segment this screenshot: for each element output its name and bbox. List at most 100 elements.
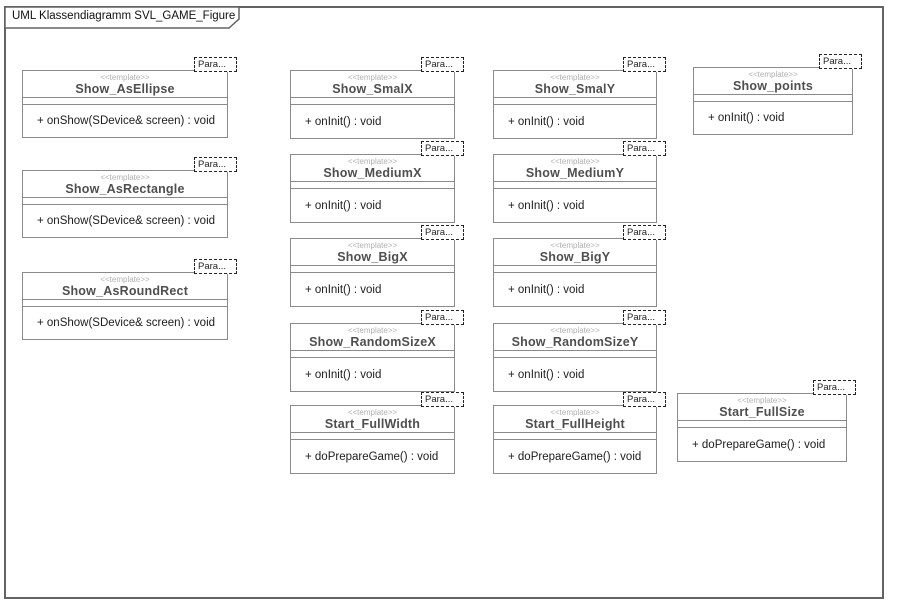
stereotype-label: <<template>> (347, 73, 398, 82)
attributes-compartment (494, 351, 656, 358)
operations-compartment: + onInit() : void (494, 189, 656, 222)
class-show-randomsizey[interactable]: Para... <<template>> Show_RandomSizeY + … (493, 310, 666, 392)
operations-compartment: + onShow(SDevice& screen) : void (23, 205, 227, 237)
template-parameters-label: Para... (425, 312, 453, 323)
template-parameters-box[interactable]: Para... (813, 380, 856, 395)
operation-label: + onInit() : void (508, 283, 585, 296)
operation-label: + onInit() : void (305, 368, 382, 381)
class-header: <<template>> Show_AsRoundRect (23, 273, 227, 300)
class-header: <<template>> Show_SmalX (291, 71, 454, 98)
frame-title-tab[interactable]: UML Klassendiagramm SVL_GAME_Figure (4, 6, 242, 30)
attributes-compartment (291, 98, 454, 105)
class-show-bigy[interactable]: Para... <<template>> Show_BigY + onInit(… (493, 225, 666, 307)
operation-label: + onInit() : void (508, 199, 585, 212)
operation-label: + onShow(SDevice& screen) : void (37, 317, 216, 329)
template-parameters-box[interactable]: Para... (194, 259, 237, 274)
template-parameters-label: Para... (198, 261, 226, 272)
class-header: <<template>> Show_MediumY (494, 155, 656, 182)
class-header: <<template>> Show_AsEllipse (23, 71, 227, 98)
class-start-fullsize[interactable]: Para... <<template>> Start_FullSize + do… (677, 380, 856, 462)
class-name: Show_points (733, 79, 813, 93)
class-name: Show_AsRectangle (65, 182, 185, 196)
operation-label: + doPrepareGame() : void (692, 438, 826, 451)
stereotype-label: <<template>> (748, 70, 798, 79)
template-parameters-label: Para... (627, 227, 655, 238)
class-name: Show_BigY (539, 250, 611, 264)
template-parameters-label: Para... (198, 59, 226, 70)
operations-compartment: + doPrepareGame() : void (291, 440, 454, 473)
class-header: <<template>> Start_FullWidth (291, 406, 454, 433)
class-header: <<template>> Show_MediumX (291, 155, 454, 182)
attributes-compartment (694, 95, 852, 102)
template-parameters-box[interactable]: Para... (623, 57, 666, 72)
class-name: Show_MediumX (323, 166, 422, 180)
template-parameters-box[interactable]: Para... (421, 310, 464, 325)
operation-label: + onShow(SDevice& screen) : void (37, 115, 216, 127)
class-name: Show_RandomSizeX (309, 335, 436, 349)
template-parameters-label: Para... (627, 394, 655, 405)
class-name: Show_AsEllipse (75, 82, 175, 96)
class-name: Start_FullHeight (525, 417, 625, 431)
operations-compartment: + onShow(SDevice& screen) : void (23, 105, 227, 137)
class-show-points[interactable]: Para... <<template>> Show_points + onIni… (693, 54, 862, 135)
class-header: <<template>> Show_RandomSizeY (494, 324, 656, 351)
class-show-asroundrect[interactable]: Para... <<template>> Show_AsRoundRect + … (22, 259, 237, 340)
attributes-compartment (291, 433, 454, 440)
template-parameters-box[interactable]: Para... (194, 57, 237, 72)
stereotype-label: <<template>> (347, 157, 398, 166)
class-name: Show_SmalY (534, 82, 616, 96)
template-parameters-box[interactable]: Para... (421, 141, 464, 156)
class-start-fullheight[interactable]: Para... <<template>> Start_FullHeight + … (493, 392, 666, 474)
class-show-randomsizex[interactable]: Para... <<template>> Show_RandomSizeX + … (290, 310, 464, 392)
template-parameters-box[interactable]: Para... (194, 157, 237, 172)
stereotype-label: <<template>> (737, 396, 787, 405)
stereotype-label: <<template>> (100, 173, 150, 182)
class-header: <<template>> Show_BigY (494, 239, 656, 266)
template-parameters-label: Para... (198, 159, 226, 170)
operation-label: + onInit() : void (305, 283, 382, 296)
template-parameters-label: Para... (627, 143, 655, 154)
class-show-smaly[interactable]: Para... <<template>> Show_SmalY + onInit… (493, 57, 666, 139)
class-show-mediumy[interactable]: Para... <<template>> Show_MediumY + onIn… (493, 141, 666, 223)
template-parameters-box[interactable]: Para... (623, 225, 666, 240)
class-header: <<template>> Start_FullHeight (494, 406, 656, 433)
operations-compartment: + doPrepareGame() : void (678, 428, 846, 461)
template-parameters-box[interactable]: Para... (623, 310, 666, 325)
template-parameters-box[interactable]: Para... (819, 54, 862, 69)
template-parameters-box[interactable]: Para... (421, 392, 464, 407)
template-parameters-label: Para... (627, 59, 655, 70)
template-parameters-box[interactable]: Para... (421, 225, 464, 240)
stereotype-label: <<template>> (550, 326, 600, 335)
template-parameters-box[interactable]: Para... (623, 141, 666, 156)
template-parameters-label: Para... (425, 227, 453, 238)
operation-label: + onInit() : void (508, 368, 585, 381)
class-header: <<template>> Start_FullSize (678, 394, 846, 421)
class-show-asellipse[interactable]: Para... <<template>> Show_AsEllipse + on… (22, 57, 237, 138)
stereotype-label: <<template>> (550, 408, 600, 417)
class-name: Show_RandomSizeY (511, 335, 639, 349)
class-show-smalx[interactable]: Para... <<template>> Show_SmalX + onInit… (290, 57, 464, 139)
attributes-compartment (291, 351, 454, 358)
operations-compartment: + onShow(SDevice& screen) : void (23, 307, 227, 339)
class-start-fullwidth[interactable]: Para... <<template>> Start_FullWidth + d… (290, 392, 464, 474)
operation-label: + onInit() : void (708, 112, 785, 124)
class-show-asrectangle[interactable]: Para... <<template>> Show_AsRectangle + … (22, 157, 237, 238)
template-parameters-box[interactable]: Para... (421, 57, 464, 72)
class-name: Start_FullWidth (324, 417, 421, 431)
operations-compartment: + doPrepareGame() : void (494, 440, 656, 473)
stereotype-label: <<template>> (550, 157, 600, 166)
operations-compartment: + onInit() : void (291, 105, 454, 138)
operations-compartment: + onInit() : void (291, 189, 454, 222)
stereotype-label: <<template>> (550, 73, 600, 82)
operations-compartment: + onInit() : void (694, 102, 852, 134)
operations-compartment: + onInit() : void (291, 358, 454, 391)
stereotype-label: <<template>> (347, 408, 398, 417)
class-name: Show_AsRoundRect (61, 284, 189, 298)
template-parameters-label: Para... (817, 382, 845, 393)
class-header: <<template>> Show_SmalY (494, 71, 656, 98)
stereotype-label: <<template>> (550, 241, 600, 250)
template-parameters-box[interactable]: Para... (623, 392, 666, 407)
class-show-mediumx[interactable]: Para... <<template>> Show_MediumX + onIn… (290, 141, 464, 223)
class-show-bigx[interactable]: Para... <<template>> Show_BigX + onInit(… (290, 225, 464, 307)
